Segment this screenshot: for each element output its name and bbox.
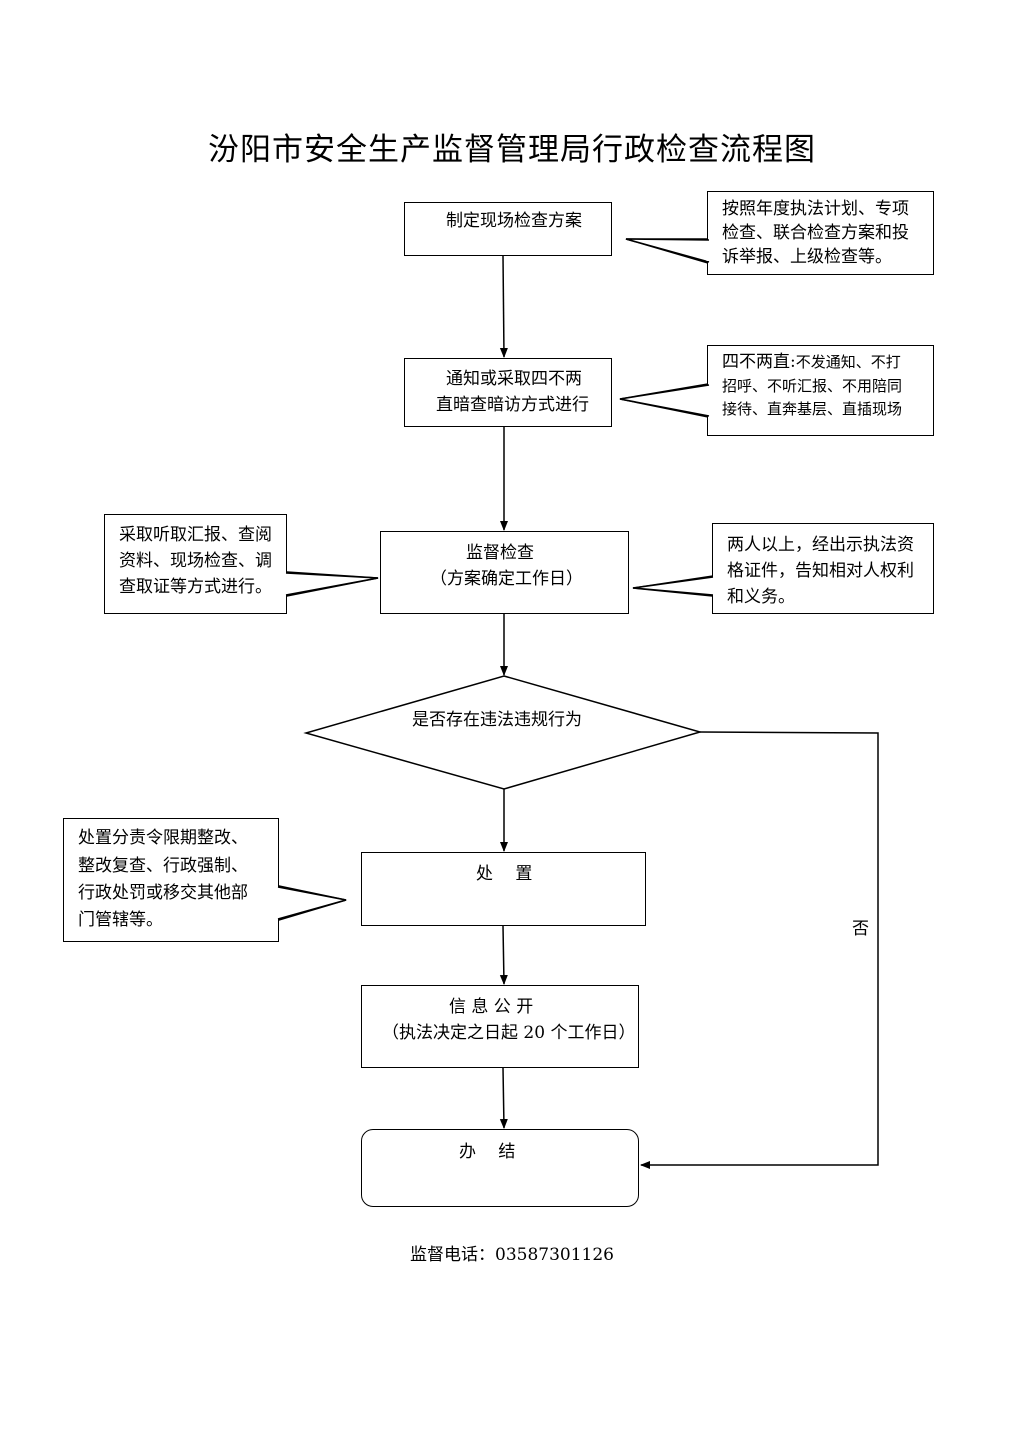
- note-methods-line1: 采取听取汇报、查阅: [119, 525, 272, 545]
- note-people-line1: 两人以上，经出示执法资: [727, 535, 914, 555]
- step-plan-label: 制定现场检查方案: [446, 211, 582, 231]
- step-publish-box: [361, 985, 639, 1068]
- arrow-publish-to-finish: [499, 1067, 508, 1129]
- step-notify-line1: 通知或采取四不两: [446, 369, 582, 389]
- note-plan-line3: 诉举报、上级检查等。: [722, 247, 892, 267]
- note-four-line2: 招呼、不听汇报、不用陪同: [722, 377, 903, 395]
- step-dispose-box: [361, 852, 646, 926]
- callout-people-pointer: [632, 575, 714, 597]
- callout-four-pointer: [619, 383, 709, 418]
- step-publish-line1: 信 息 公 开: [449, 997, 534, 1017]
- arrow-dispose-to-publish: [499, 925, 508, 985]
- note-dispose-line3: 行政处罚或移交其他部: [78, 883, 248, 903]
- step-inspect-line1: 监督检查: [466, 543, 534, 563]
- note-plan-line1: 按照年度执法计划、专项: [722, 199, 909, 219]
- note-people-line3: 和义务。: [727, 587, 795, 607]
- note-dispose-line2: 整改复查、行政强制、: [78, 856, 248, 876]
- callout-methods-pointer: [286, 571, 379, 597]
- note-four-box: [707, 345, 934, 436]
- callout-plan-pointer: [625, 238, 709, 265]
- note-four-title: 四不两直:: [722, 352, 796, 372]
- note-methods-line2: 资料、现场检查、调: [119, 551, 272, 571]
- note-methods-box: [104, 514, 287, 614]
- step-plan-box: [404, 202, 612, 256]
- hotline-footer: 监督电话：03587301126: [410, 1245, 614, 1265]
- note-dispose-line1: 处置分责令限期整改、: [78, 828, 248, 848]
- callout-dispose-pointer: [278, 885, 347, 922]
- note-plan-line2: 检查、联合检查方案和投: [722, 223, 909, 243]
- note-plan-box: [707, 191, 934, 275]
- note-people-box: [712, 523, 934, 614]
- step-dispose-label: 处 置: [476, 864, 533, 884]
- step-publish-line2: （执法决定之日起 20 个工作日）: [382, 1023, 636, 1043]
- decision-diamond: [303, 675, 703, 790]
- step-inspect-box: [380, 531, 629, 614]
- note-methods-line3: 查取证等方式进行。: [119, 577, 272, 597]
- note-dispose-line4: 门管辖等。: [78, 910, 163, 930]
- branch-no-label: 否: [852, 919, 869, 939]
- note-people-line2: 格证件，告知相对人权利: [727, 561, 914, 581]
- step-notify-line2: 直暗查暗访方式进行: [436, 395, 589, 415]
- step-inspect-line2: （方案确定工作日）: [430, 569, 583, 589]
- note-four-line3: 接待、直奔基层、直插现场: [722, 400, 903, 418]
- note-four-text1: 不发通知、不打: [795, 353, 901, 371]
- step-notify-box: [404, 358, 612, 427]
- page-title: 汾阳市安全生产监督管理局行政检查流程图: [208, 132, 816, 168]
- arrow-no-branch: [640, 731, 879, 1169]
- note-four-line1: 四不两直:不发通知、不打: [722, 349, 901, 375]
- arrow-plan-to-notify: [499, 255, 508, 358]
- decision-label: 是否存在违法违规行为: [412, 710, 582, 730]
- note-dispose-box: [63, 818, 279, 942]
- step-finish-label: 办 结: [459, 1142, 516, 1162]
- step-finish-box: [361, 1129, 639, 1207]
